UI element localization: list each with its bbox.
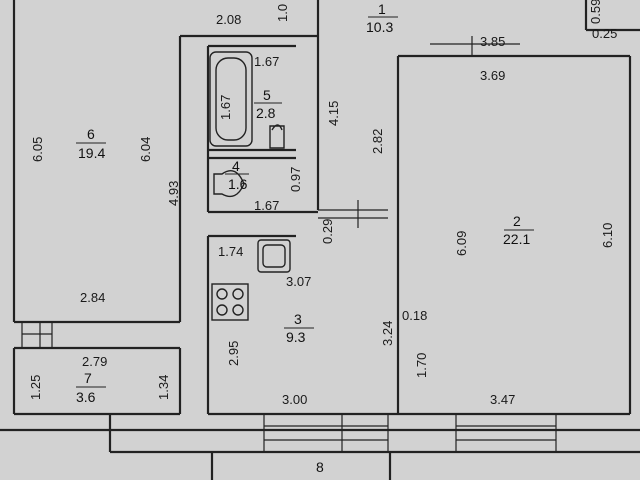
room-7-area: 3.6 [76, 389, 96, 405]
dim-1-0: 1.0 [275, 4, 290, 22]
dim-3-69: 3.69 [480, 68, 505, 83]
room-5-number: 5 [263, 87, 271, 103]
dim-1-67-a: 1.67 [254, 54, 279, 69]
dim-3-24: 3.24 [380, 321, 395, 346]
dim-0-29: 0.29 [320, 219, 335, 244]
room-6-area: 19.4 [78, 145, 105, 161]
room-1-area: 10.3 [366, 19, 393, 35]
room-7-number: 7 [84, 370, 92, 386]
wc-toilet-icon [213, 170, 245, 198]
dim-0-97: 0.97 [288, 167, 303, 192]
room-5-area: 2.8 [256, 105, 276, 121]
dim-4-93: 4.93 [166, 181, 181, 206]
dim-1-74: 1.74 [218, 244, 243, 259]
dimension-labels: 2.08 1.0 0.59 0.25 3.85 3.69 1.67 1.67 1… [28, 0, 617, 407]
room-6-number: 6 [87, 126, 95, 142]
dim-2-82: 2.82 [370, 129, 385, 154]
dim-1-67-c: 1.67 [254, 198, 279, 213]
dim-4-15: 4.15 [326, 101, 341, 126]
dim-2-95: 2.95 [226, 341, 241, 366]
toilet-icon [269, 124, 285, 149]
dim-1-25: 1.25 [28, 375, 43, 400]
fixtures [209, 51, 291, 321]
windows [21, 36, 557, 453]
room-labels: 1 10.3 2 22.1 3 9.3 4 1.6 5 2.8 6 19.4 7… [76, 1, 530, 475]
label-separators [76, 16, 534, 388]
room-4-number: 4 [232, 158, 240, 174]
dim-6-09: 6.09 [454, 231, 469, 256]
dim-3-85: 3.85 [480, 34, 505, 49]
dim-6-10: 6.10 [600, 223, 615, 248]
dim-1-67-b: 1.67 [218, 95, 233, 120]
dim-2-84: 2.84 [80, 290, 105, 305]
dim-3-00: 3.00 [282, 392, 307, 407]
sink-icon [257, 239, 291, 273]
dim-1-70: 1.70 [414, 353, 429, 378]
dim-0-25: 0.25 [592, 26, 617, 41]
dim-3-07: 3.07 [286, 274, 311, 289]
dim-6-05: 6.05 [30, 137, 45, 162]
stove-icon [211, 283, 249, 321]
dim-2-79: 2.79 [82, 354, 107, 369]
dim-0-59: 0.59 [588, 0, 603, 24]
room-2-number: 2 [513, 213, 521, 229]
dim-2-08: 2.08 [216, 12, 241, 27]
room-2-area: 22.1 [503, 231, 530, 247]
room-8-number: 8 [316, 459, 324, 475]
room-4-area: 1.6 [228, 176, 248, 192]
room-1-number: 1 [378, 1, 386, 17]
dim-6-04: 6.04 [138, 137, 153, 162]
bathtub-icon [209, 51, 253, 147]
room-3-area: 9.3 [286, 329, 306, 345]
dim-1-34: 1.34 [156, 375, 171, 400]
dim-0-18: 0.18 [402, 308, 427, 323]
dim-3-47: 3.47 [490, 392, 515, 407]
room-3-number: 3 [294, 311, 302, 327]
